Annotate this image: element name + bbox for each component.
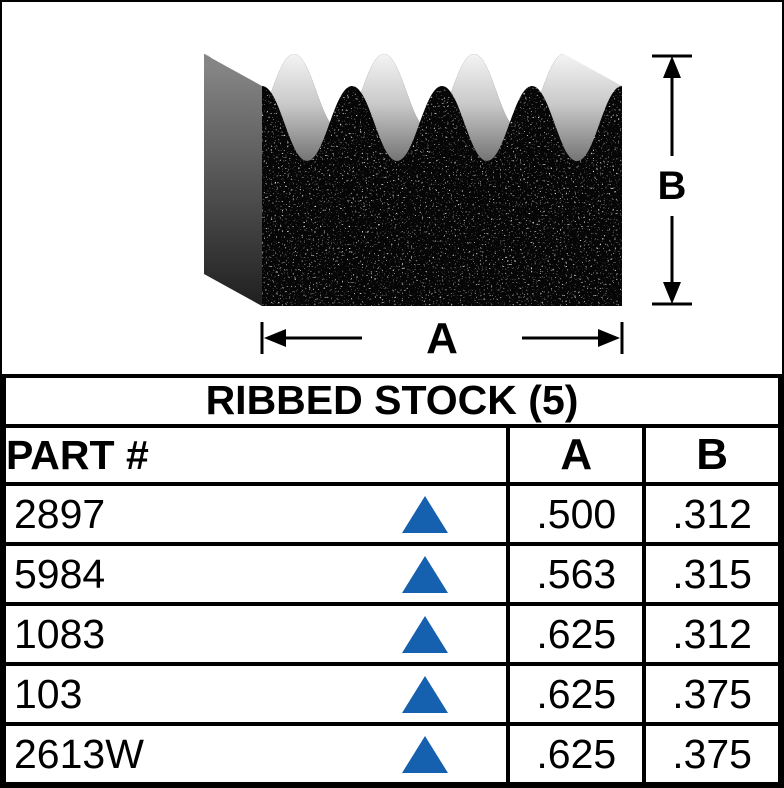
arrow-right-icon	[598, 329, 620, 347]
dim-b-value: .375	[642, 722, 782, 786]
arrow-left-icon	[264, 329, 286, 347]
triangle-icon	[402, 495, 449, 533]
parts-table: RIBBED STOCK (5) PART # A B 2897	[2, 374, 782, 786]
dim-a-value: .625	[506, 602, 647, 666]
dim-a-value: .500	[506, 482, 647, 546]
dimension-a	[260, 322, 624, 354]
part-number: 2613W	[14, 730, 144, 777]
dim-b-value: .312	[642, 602, 782, 666]
table-header-row: PART # A B	[2, 424, 782, 486]
dimension-b	[652, 54, 692, 306]
column-header-a: A	[506, 424, 647, 486]
part-number: 103	[14, 670, 83, 717]
block-side-face	[204, 54, 262, 306]
dim-label-a: A	[426, 314, 458, 363]
column-header-part: PART #	[2, 424, 511, 486]
part-number: 1083	[14, 610, 106, 657]
column-header-b: B	[642, 424, 782, 486]
table-title: RIBBED STOCK (5)	[2, 374, 782, 428]
arrow-up-icon	[663, 56, 681, 78]
product-diagram: B A	[2, 2, 782, 374]
table-row: 103 .625 .375	[2, 662, 782, 726]
part-number: 2897	[14, 490, 106, 537]
dim-a-value: .625	[506, 722, 647, 786]
dim-a-value: .563	[506, 542, 647, 606]
table-row: 1083 .625 .312	[2, 602, 782, 666]
table-row: 5984 .563 .315	[2, 542, 782, 606]
triangle-icon	[402, 735, 449, 773]
triangle-icon	[402, 555, 449, 593]
dim-b-value: .315	[642, 542, 782, 606]
dim-b-value: .312	[642, 482, 782, 546]
part-number: 5984	[14, 550, 106, 597]
dim-b-value: .375	[642, 662, 782, 726]
block-top-surface	[204, 54, 622, 161]
arrow-down-icon	[663, 282, 681, 304]
parts-table-section: RIBBED STOCK (5) PART # A B 2897	[2, 374, 782, 786]
dim-a-value: .625	[506, 662, 647, 726]
triangle-icon	[402, 615, 449, 653]
table-row: 2897 .500 .312	[2, 482, 782, 546]
ribbed-stock-illustration: B A	[204, 54, 692, 363]
triangle-icon	[402, 675, 449, 713]
dim-label-b: B	[658, 164, 687, 208]
table-title-row: RIBBED STOCK (5)	[2, 374, 782, 428]
table-row: 2613W .625 .375	[2, 722, 782, 786]
